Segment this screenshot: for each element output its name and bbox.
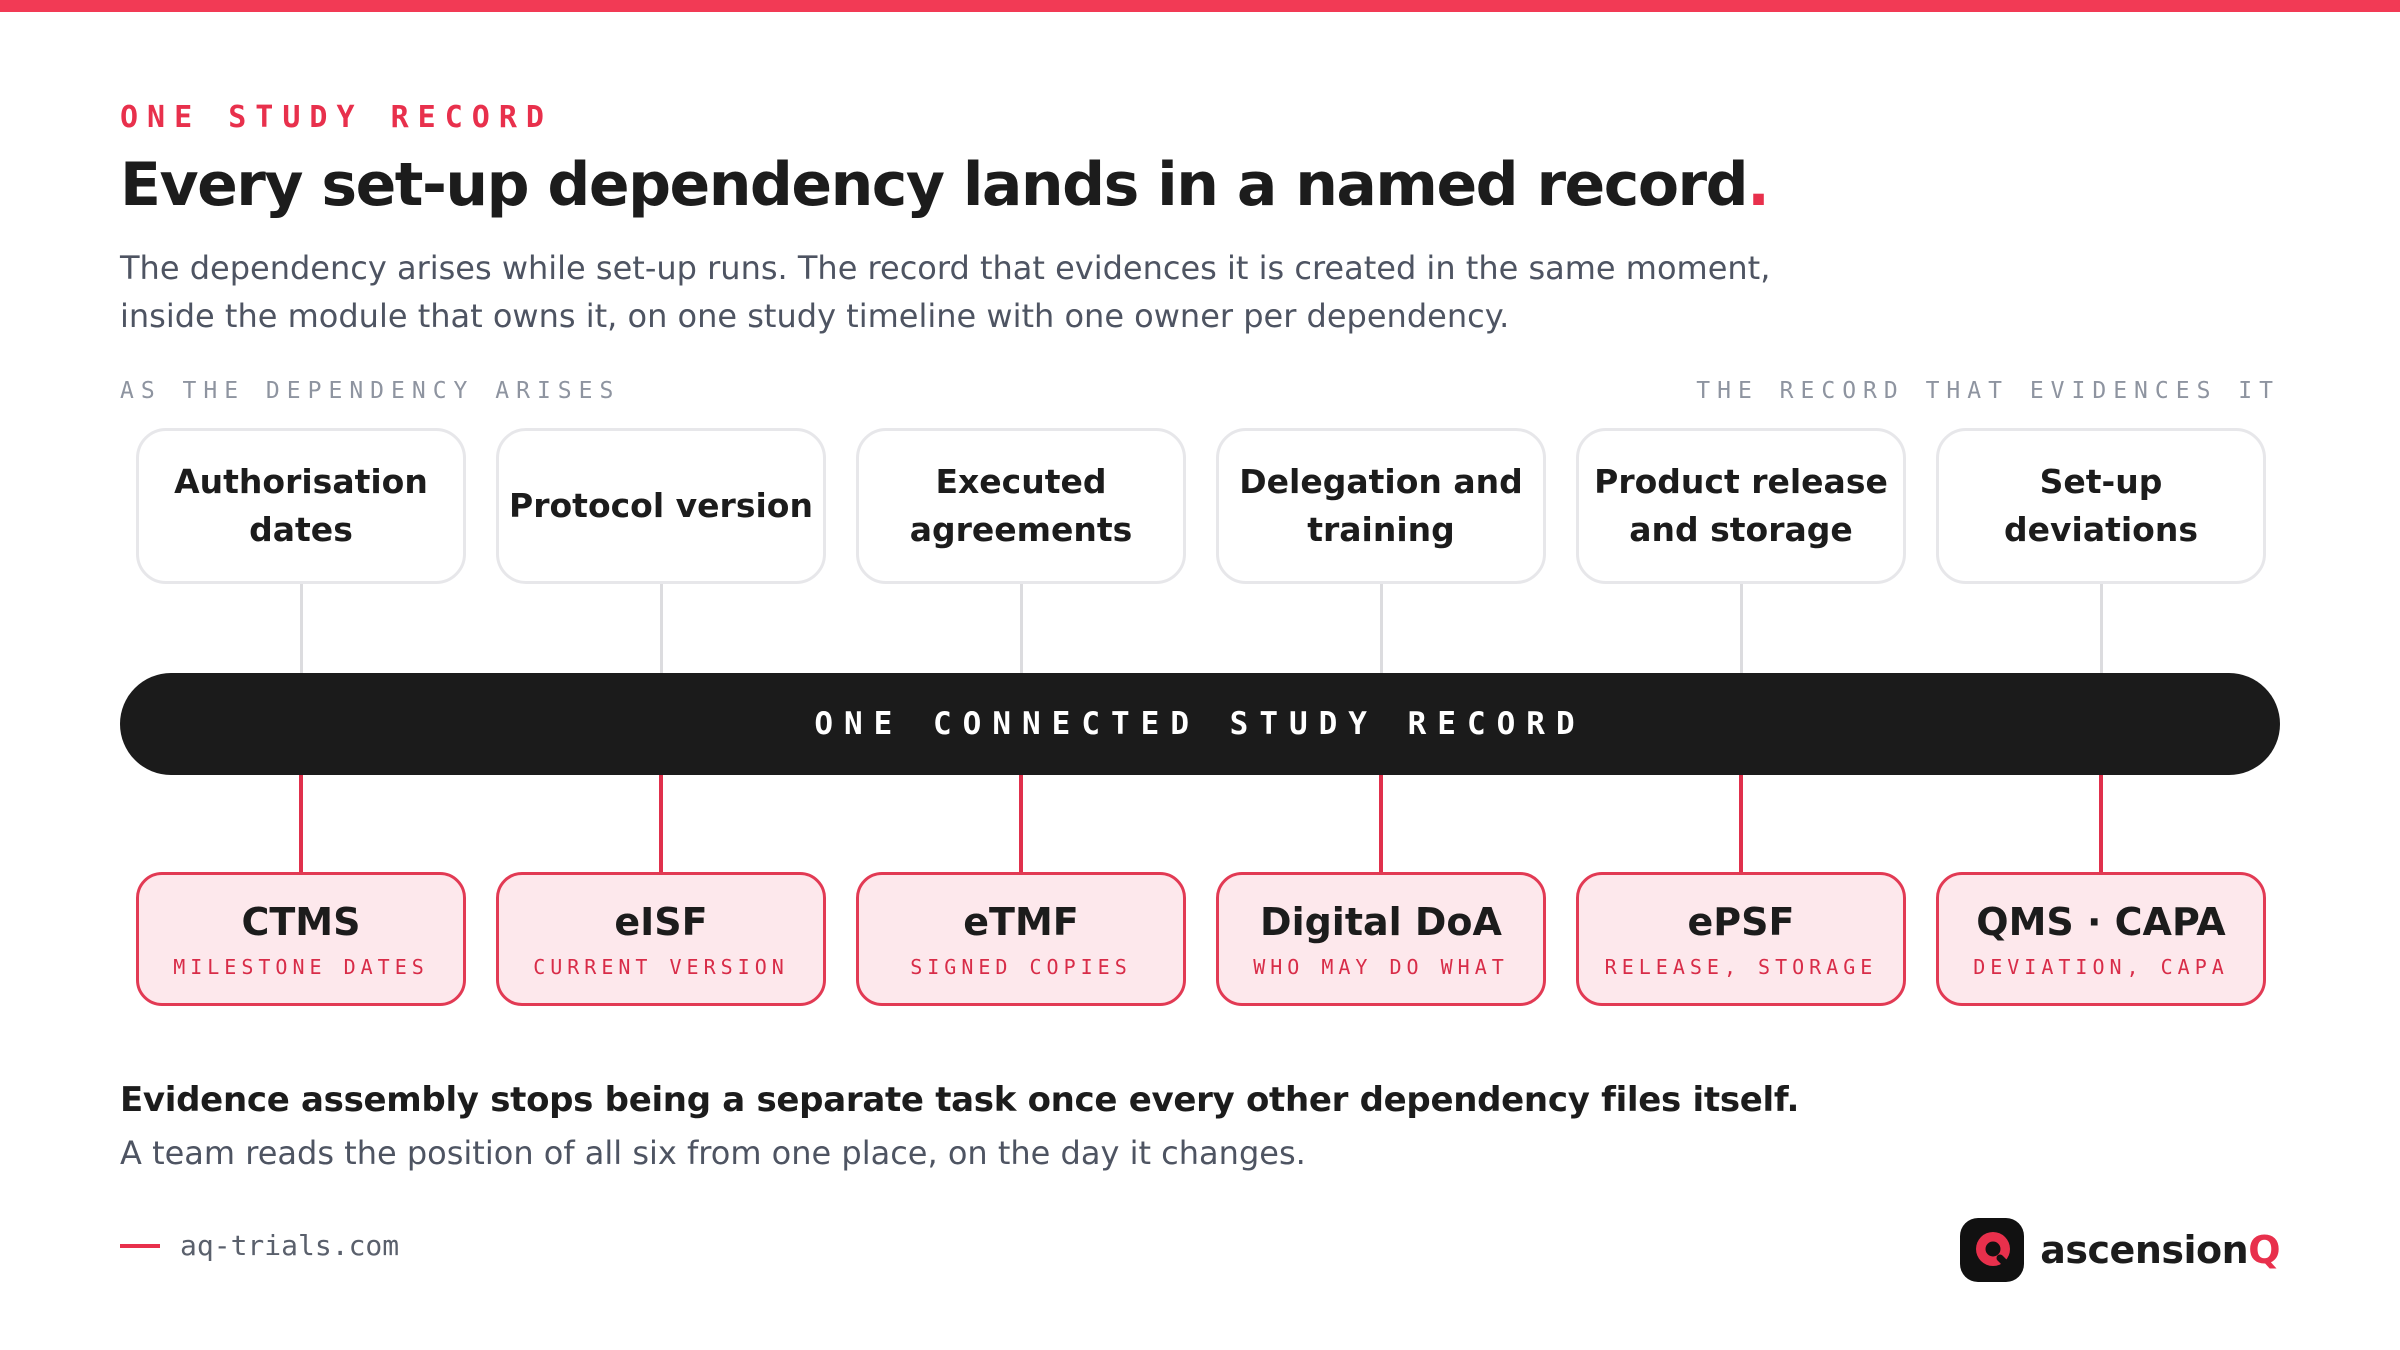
footer-url[interactable]: aq-trials.com bbox=[180, 1229, 400, 1262]
module-connector bbox=[1019, 775, 1023, 873]
top-accent-bar bbox=[0, 0, 2400, 12]
module-box: QMS · CAPA DEVIATION, CAPA bbox=[1936, 872, 2266, 1006]
page-title: Every set-up dependency lands in a named… bbox=[120, 150, 1770, 220]
module-connector bbox=[659, 775, 663, 873]
dependency-box: Delegation and training bbox=[1216, 428, 1546, 584]
brand-wordmark-accent: Q bbox=[2248, 1228, 2280, 1272]
module-box: CTMS MILESTONE DATES bbox=[136, 872, 466, 1006]
module-name: QMS · CAPA bbox=[1976, 900, 2226, 944]
brand-lockup: ascensionQ bbox=[1960, 1217, 2280, 1283]
dependency-label: Delegation and training bbox=[1239, 462, 1523, 549]
dependency-label: Product release and storage bbox=[1594, 462, 1888, 549]
footer-rule bbox=[120, 1244, 160, 1248]
module-subtitle: DEVIATION, CAPA bbox=[1973, 955, 2229, 979]
module-subtitle: SIGNED COPIES bbox=[910, 955, 1132, 979]
dependency-connector bbox=[2100, 584, 2103, 673]
module-box: ePSF RELEASE, STORAGE bbox=[1576, 872, 1906, 1006]
module-subtitle: CURRENT VERSION bbox=[533, 955, 789, 979]
ascensionq-logo-icon bbox=[1960, 1218, 2025, 1282]
module-name: ePSF bbox=[1687, 900, 1795, 944]
closing-detail: A team reads the position of all six fro… bbox=[120, 1134, 1306, 1172]
dependency-box: Authorisation dates bbox=[136, 428, 466, 584]
dependency-connector bbox=[300, 584, 303, 673]
module-subtitle: RELEASE, STORAGE bbox=[1604, 955, 1878, 979]
closing-statement: Evidence assembly stops being a separate… bbox=[120, 1080, 1800, 1120]
dependency-box: Executed agreements bbox=[856, 428, 1186, 584]
module-subtitle: MILESTONE DATES bbox=[173, 955, 429, 979]
module-connector bbox=[2099, 775, 2103, 873]
dependency-connector bbox=[1740, 584, 1743, 673]
dependency-box: Set-up deviations bbox=[1936, 428, 2266, 584]
lane-label-right: THE RECORD THAT EVIDENCES IT bbox=[1696, 378, 2280, 404]
module-box: eISF CURRENT VERSION bbox=[496, 872, 826, 1006]
dependency-box: Product release and storage bbox=[1576, 428, 1906, 584]
dependency-label: Set-up deviations bbox=[2004, 462, 2198, 549]
dependency-connector bbox=[660, 584, 663, 673]
module-connector bbox=[299, 775, 303, 873]
module-name: CTMS bbox=[241, 900, 361, 944]
page-subtitle: The dependency arises while set-up runs.… bbox=[120, 249, 1771, 335]
dependency-label: Protocol version bbox=[509, 486, 813, 525]
lane-label-left: AS THE DEPENDENCY ARISES bbox=[120, 378, 621, 404]
dependency-label: Authorisation dates bbox=[174, 462, 428, 549]
module-connector bbox=[1739, 775, 1743, 873]
dependency-box: Protocol version bbox=[496, 428, 826, 584]
module-name: Digital DoA bbox=[1260, 900, 1502, 944]
module-subtitle: WHO MAY DO WHAT bbox=[1253, 955, 1509, 979]
module-name: eTMF bbox=[963, 900, 1079, 944]
study-record-spine: ONE CONNECTED STUDY RECORD bbox=[120, 673, 2280, 775]
page-title-accent: . bbox=[1747, 150, 1770, 220]
module-box: Digital DoA WHO MAY DO WHAT bbox=[1216, 872, 1546, 1006]
module-box: eTMF SIGNED COPIES bbox=[856, 872, 1186, 1006]
module-name: eISF bbox=[614, 900, 708, 944]
spine-label: ONE CONNECTED STUDY RECORD bbox=[814, 706, 1586, 742]
brand-wordmark: ascensionQ bbox=[2040, 1228, 2280, 1272]
dependency-label: Executed agreements bbox=[909, 462, 1133, 549]
dependency-connector bbox=[1380, 584, 1383, 673]
module-connector bbox=[1379, 775, 1383, 873]
brand-wordmark-main: ascension bbox=[2040, 1228, 2249, 1272]
eyebrow-label: ONE STUDY RECORD bbox=[120, 100, 553, 135]
page-title-text: Every set-up dependency lands in a named… bbox=[120, 150, 1749, 220]
dependency-connector bbox=[1020, 584, 1023, 673]
